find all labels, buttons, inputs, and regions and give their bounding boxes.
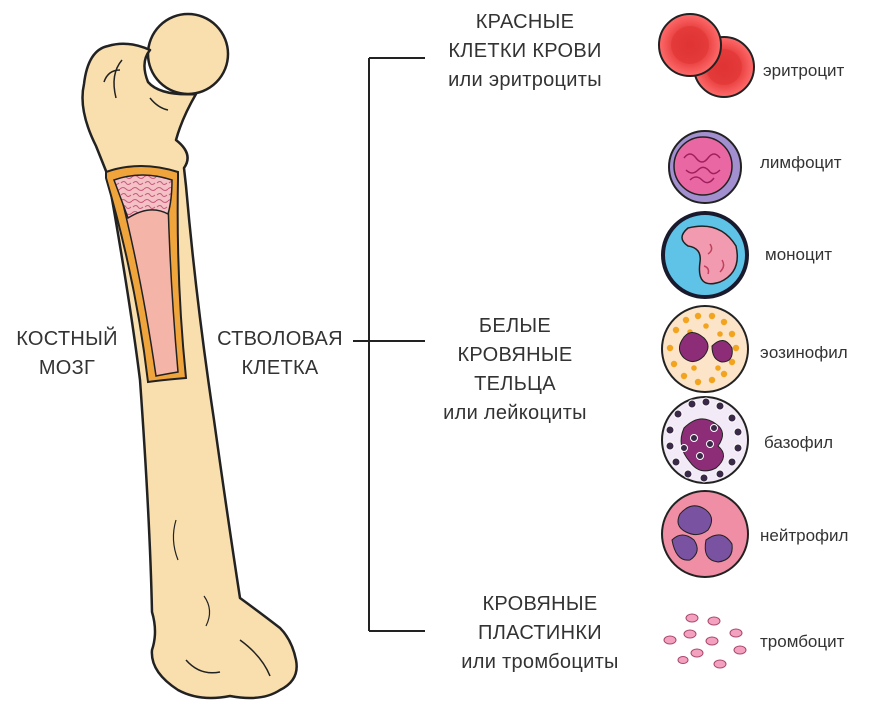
- bone-marrow-line-1: КОСТНЫЙ: [4, 325, 130, 354]
- femoral-head: [148, 14, 228, 94]
- lymphocyte-cell: [669, 131, 741, 203]
- category-bracket: [353, 58, 425, 631]
- eosinophil-label: эозинофил: [760, 343, 848, 363]
- white-cells-line-3: ТЕЛЬЦА: [430, 370, 600, 399]
- thrombocyte-label: тромбоцит: [760, 632, 844, 652]
- lymphocyte-label: лимфоцит: [760, 153, 842, 173]
- platelets-label: КРОВЯНЫЕ ПЛАСТИНКИ или тромбоциты: [440, 590, 640, 677]
- basophil-cell: [662, 397, 748, 483]
- neutrophil-label: нейтрофил: [760, 526, 848, 546]
- stem-cell-line-1: СТВОЛОВАЯ: [205, 325, 355, 354]
- erythrocyte-cells: [659, 14, 754, 97]
- stem-cell-label: СТВОЛОВАЯ КЛЕТКА: [205, 325, 355, 383]
- red-cells-line-1: КРАСНЫЕ: [430, 8, 620, 37]
- erythrocyte-label: эритроцит: [763, 61, 844, 81]
- neutrophil-cell: [662, 491, 748, 577]
- stem-cell-line-2: КЛЕТКА: [205, 354, 355, 383]
- thrombocyte-cells: [664, 614, 746, 668]
- bone-marrow-label: КОСТНЫЙ МОЗГ: [4, 325, 130, 383]
- white-cells-line-2: КРОВЯНЫЕ: [430, 341, 600, 370]
- red-cells-line-3: или эритроциты: [430, 66, 620, 95]
- bone-marrow-line-2: МОЗГ: [4, 354, 130, 383]
- basophil-label: базофил: [764, 433, 833, 453]
- monocyte-cell: [663, 213, 747, 297]
- platelets-line-3: или тромбоциты: [440, 648, 640, 677]
- red-cells-line-2: КЛЕТКИ КРОВИ: [430, 37, 620, 66]
- eosinophil-cell: [662, 306, 748, 392]
- white-cells-line-4: или лейкоциты: [430, 399, 600, 428]
- white-cells-line-1: БЕЛЫЕ: [430, 312, 600, 341]
- platelets-line-2: ПЛАСТИНКИ: [440, 619, 640, 648]
- monocyte-label: моноцит: [765, 245, 832, 265]
- white-cells-label: БЕЛЫЕ КРОВЯНЫЕ ТЕЛЬЦА или лейкоциты: [430, 312, 600, 428]
- platelets-line-1: КРОВЯНЫЕ: [440, 590, 640, 619]
- red-cells-label: КРАСНЫЕ КЛЕТКИ КРОВИ или эритроциты: [430, 8, 620, 95]
